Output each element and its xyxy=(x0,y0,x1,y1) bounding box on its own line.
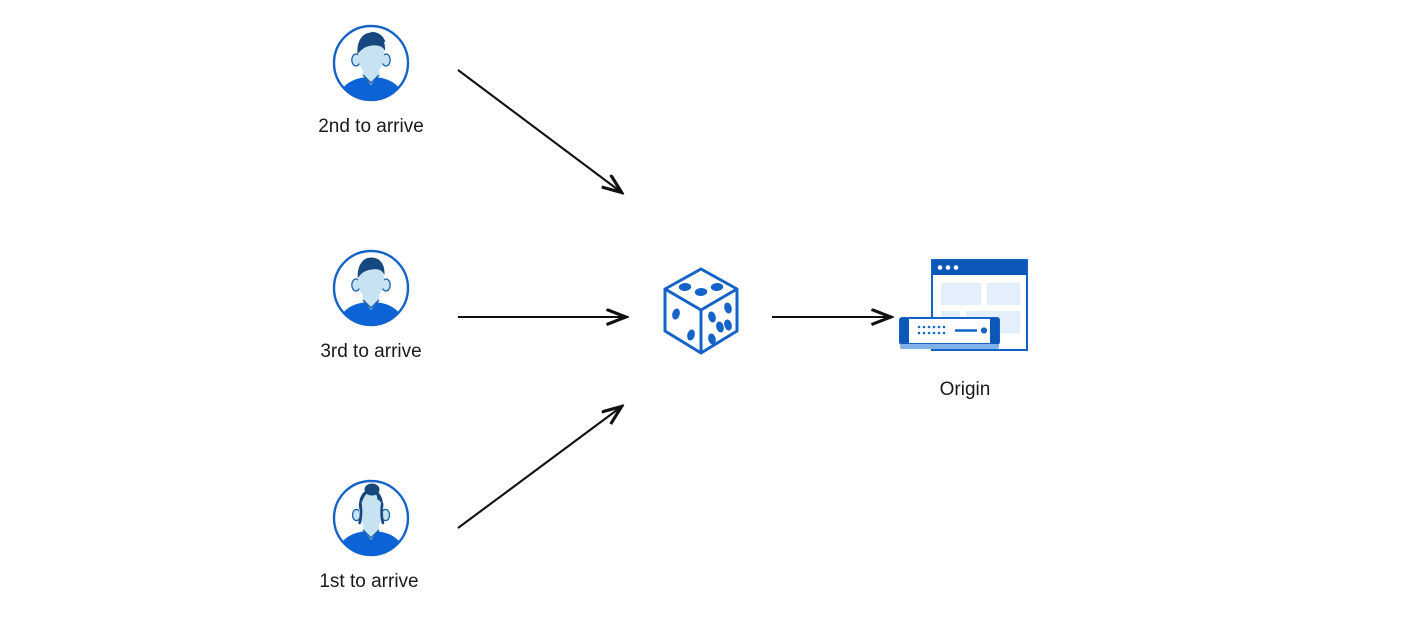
edge-1st-to-dice xyxy=(457,407,621,529)
node-label-user-1st: 1st to arrive xyxy=(319,571,419,592)
dice-icon xyxy=(663,267,739,355)
node-user-2nd[interactable] xyxy=(331,23,411,103)
node-label-user-3rd: 3rd to arrive xyxy=(320,341,422,362)
node-user-1st[interactable] xyxy=(331,478,411,558)
node-label-user-2nd: 2nd to arrive xyxy=(318,116,424,137)
node-origin[interactable] xyxy=(895,256,1035,362)
router-appliance-icon xyxy=(899,317,1000,349)
user-avatar-icon xyxy=(332,249,410,327)
node-user-3rd[interactable] xyxy=(331,248,411,328)
user-avatar-icon xyxy=(332,479,410,557)
node-randomizer[interactable] xyxy=(660,265,742,357)
user-avatar-icon xyxy=(332,24,410,102)
origin-server-icon xyxy=(899,259,1028,351)
node-label-origin: Origin xyxy=(939,379,991,400)
